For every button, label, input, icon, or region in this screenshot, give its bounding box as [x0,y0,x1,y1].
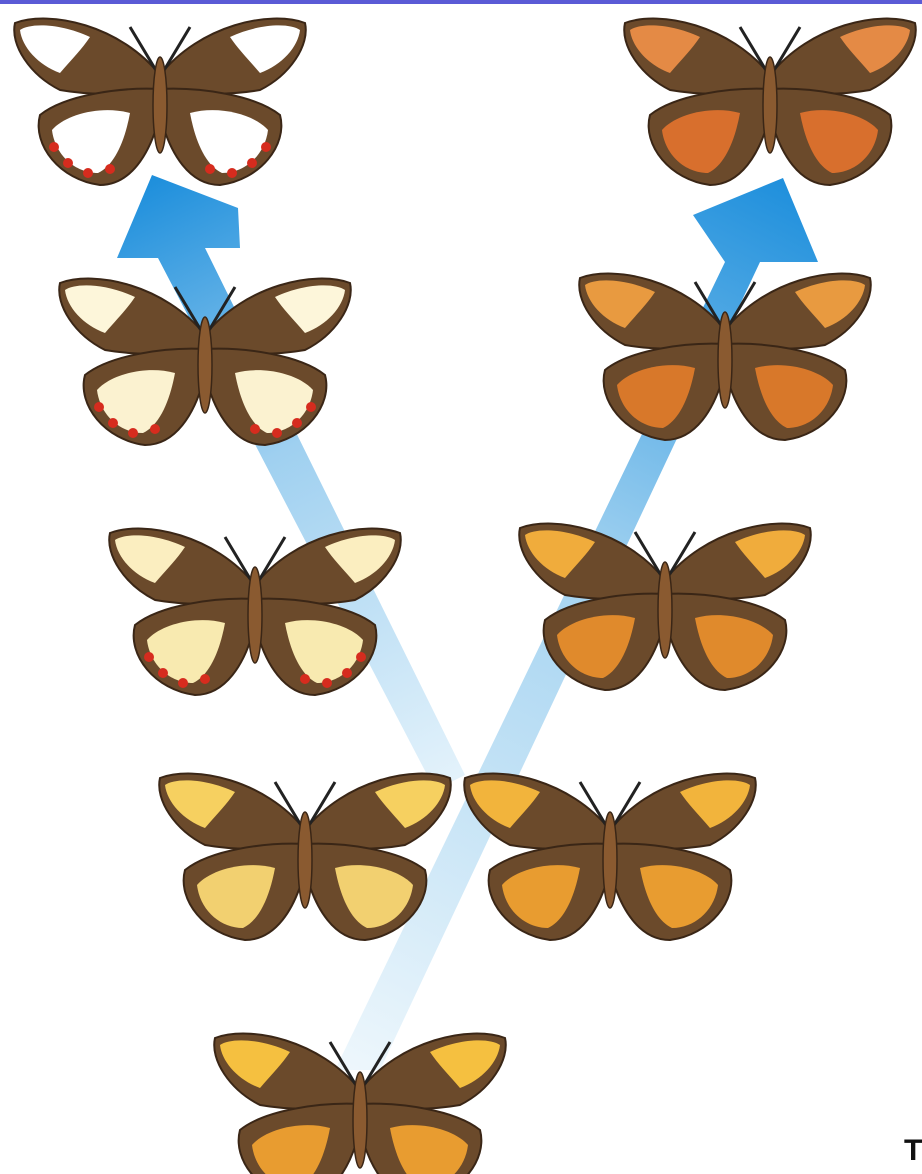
butterfly-right-1 [464,774,756,940]
butterfly-left-4 [14,19,306,185]
butterfly-right-4 [624,19,916,185]
butterfly-left-1 [159,774,451,940]
corner-label: T [904,1136,922,1166]
left-evolution-arrow [117,175,465,790]
